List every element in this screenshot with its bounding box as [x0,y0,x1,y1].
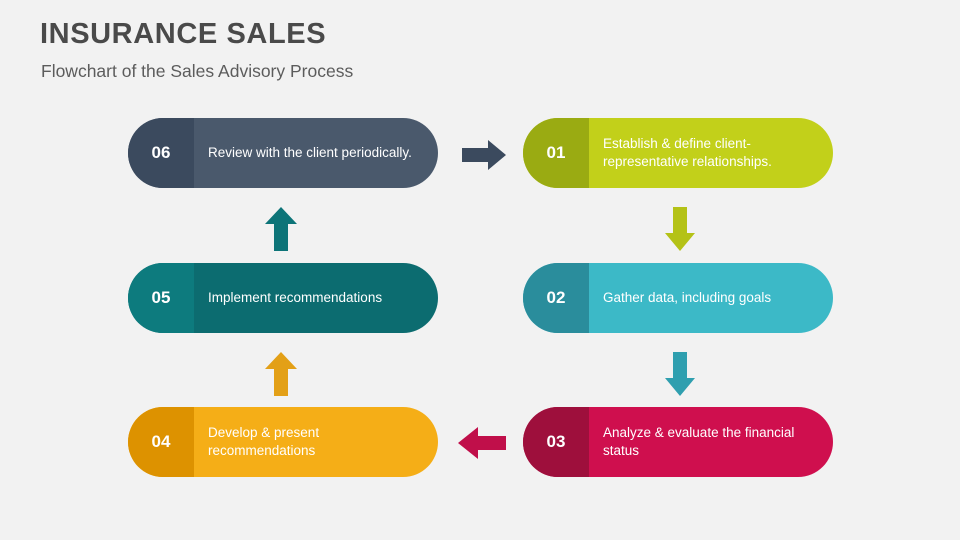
step-number-06: 06 [128,118,194,188]
step-number-03: 03 [523,407,589,477]
step-number-02: 02 [523,263,589,333]
page-title: INSURANCE SALES [40,18,327,50]
step-card-05[interactable]: 05 Implement recommendations [128,263,438,333]
step-card-06[interactable]: 06 Review with the client periodically. [128,118,438,188]
step-number-01: 01 [523,118,589,188]
step-card-01[interactable]: 01 Establish & define client-representat… [523,118,833,188]
step-text-03: Analyze & evaluate the financial status [603,425,795,458]
step-text-05: Implement recommendations [208,290,383,306]
step-number-05: 05 [128,263,194,333]
arrow-left-icon [458,427,506,464]
step-number-04: 04 [128,407,194,477]
step-card-02[interactable]: 02 Gather data, including goals [523,263,833,333]
arrow-up-icon [265,207,297,256]
step-text-01: Establish & define client-representative… [603,136,772,169]
arrow-up-icon [265,352,297,401]
step-card-04[interactable]: 04 Develop & present recommendations [128,407,438,477]
arrow-right-icon [462,140,506,175]
arrow-down-icon [665,207,695,256]
page-subtitle: Flowchart of the Sales Advisory Process [41,61,354,81]
arrow-down-icon [665,352,695,401]
step-card-03[interactable]: 03 Analyze & evaluate the financial stat… [523,407,833,477]
step-text-04: Develop & present recommendations [208,425,320,458]
step-text-02: Gather data, including goals [603,290,772,306]
step-text-06: Review with the client periodically. [208,145,412,161]
